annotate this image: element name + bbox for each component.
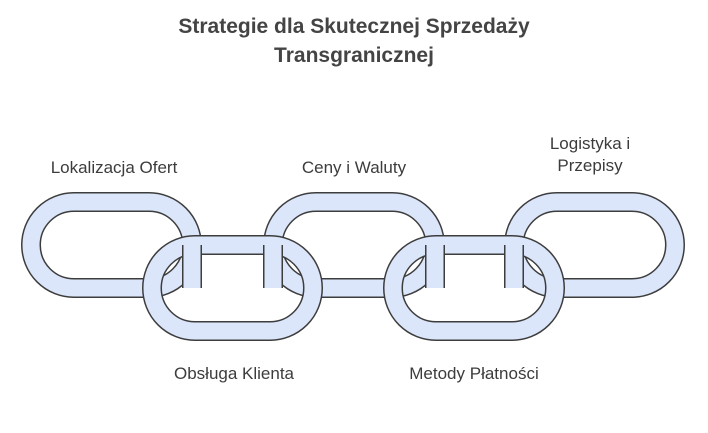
label-logistyka-i-przepisy: Logistyka i Przepisy	[500, 133, 680, 177]
label-line: Logistyka i	[549, 134, 631, 153]
title-line-2: Transgranicznej	[274, 44, 434, 67]
label-line: Przepisy	[557, 156, 623, 175]
label-line: Metody Płatności	[409, 364, 539, 383]
label-metody-platnosci: Metody Płatności	[384, 363, 564, 385]
label-line: Obsługa Klienta	[173, 364, 295, 383]
label-obsluga-klienta: Obsługa Klienta	[144, 363, 324, 385]
chain-link-2	[142, 235, 323, 341]
label-lokalizacja-ofert: Lokalizacja Ofert	[24, 157, 204, 179]
label-line: Lokalizacja Ofert	[50, 158, 178, 177]
label-line: Ceny i Waluty	[301, 158, 407, 177]
title-line-1: Strategie dla Skutecznej Sprzedaży	[178, 15, 530, 38]
label-ceny-i-waluty: Ceny i Waluty	[264, 157, 444, 179]
chain-link-4	[383, 235, 565, 341]
diagram-title: Strategie dla Skutecznej Sprzedaży Trans…	[0, 12, 708, 70]
